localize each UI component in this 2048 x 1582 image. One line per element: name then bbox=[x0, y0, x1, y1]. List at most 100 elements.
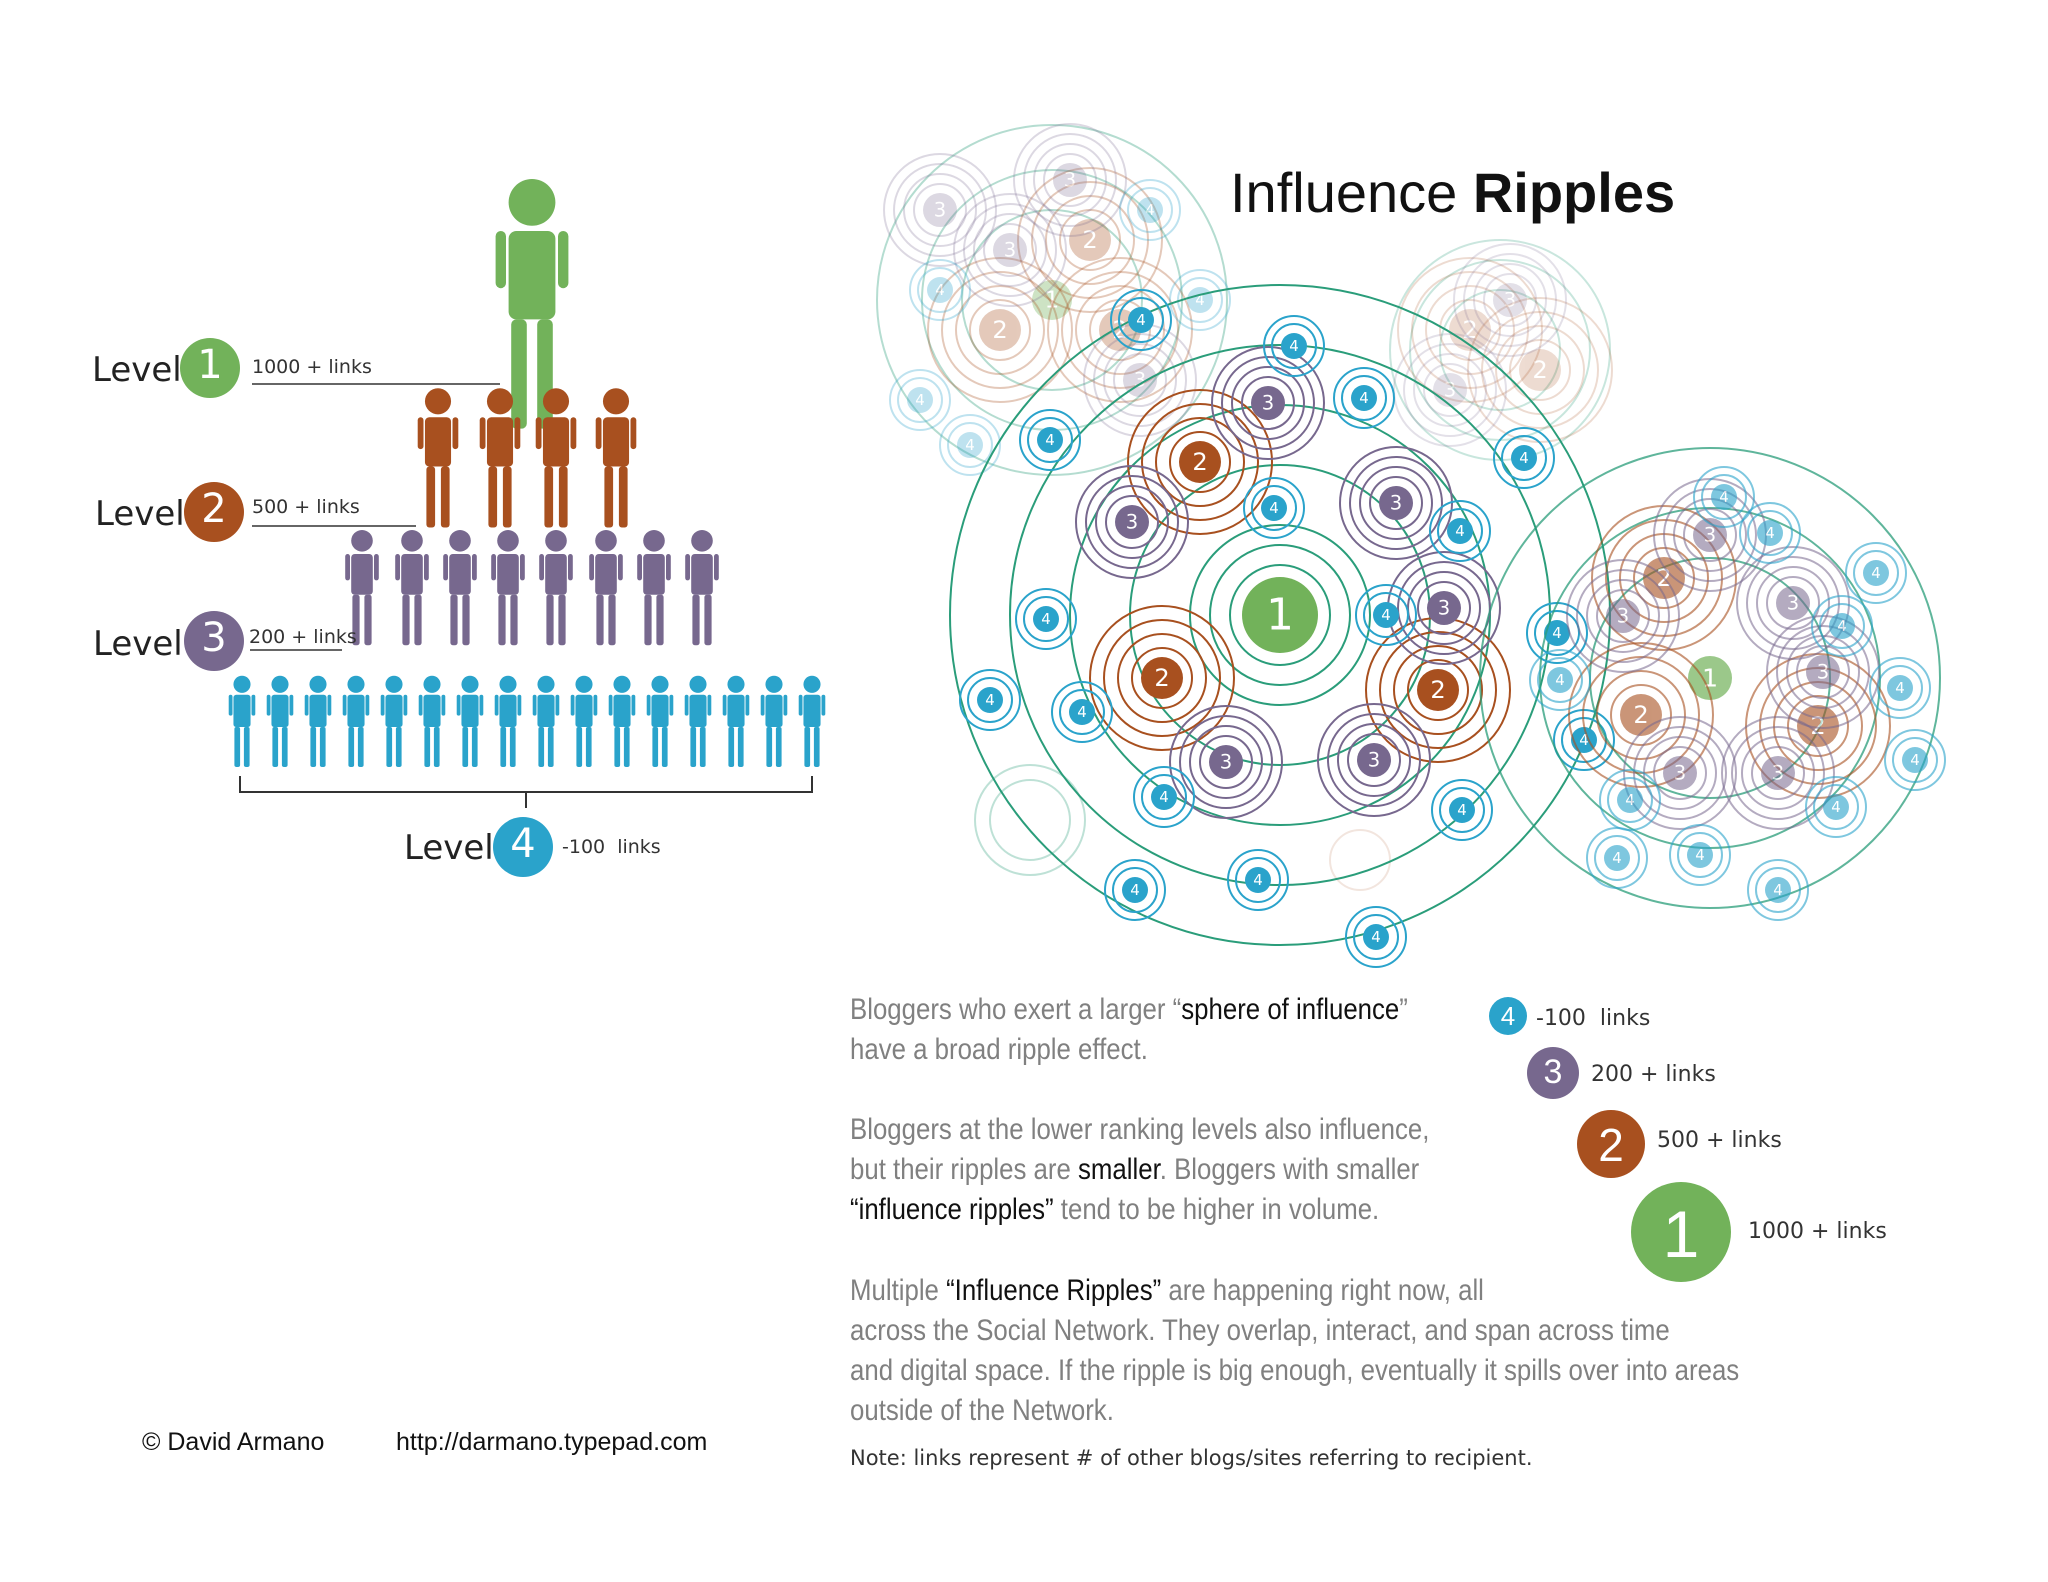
badge-circle bbox=[1032, 280, 1072, 320]
ripple-ring bbox=[1059, 209, 1121, 271]
ripple-ring bbox=[1141, 774, 1187, 820]
level-3-badge: 3 bbox=[1806, 655, 1840, 689]
badge-circle bbox=[1823, 794, 1849, 820]
badge-number: 4 bbox=[1765, 524, 1775, 542]
ripple-ring bbox=[1393, 645, 1483, 735]
ripple-ring bbox=[947, 422, 993, 468]
ripple-ring bbox=[1337, 723, 1411, 797]
badge-circle bbox=[1776, 586, 1810, 620]
ripple-ring bbox=[1566, 559, 1680, 673]
badge-number: 4 bbox=[1130, 881, 1140, 899]
badge-circle bbox=[1765, 877, 1791, 903]
p2-text-d: . Bloggers with smaller bbox=[1159, 1153, 1420, 1186]
badge-circle bbox=[1141, 657, 1183, 699]
footnote: Note: links represent # of other blogs/s… bbox=[850, 1446, 1533, 1470]
level-4-badge: 4 bbox=[957, 432, 983, 458]
ripple-ring bbox=[1019, 409, 1081, 471]
level-4-badge: 4 bbox=[1449, 797, 1475, 823]
level-4-ripple bbox=[1869, 657, 1931, 719]
level-3-badge: 3 bbox=[1209, 745, 1243, 779]
ripple-ring bbox=[1045, 195, 1135, 285]
ripple-ring bbox=[1439, 299, 1501, 361]
badge-circle bbox=[1761, 756, 1795, 790]
ripple-ring bbox=[1755, 867, 1801, 913]
ripple-ring bbox=[959, 669, 1021, 731]
badge-number: 3 bbox=[1787, 591, 1799, 614]
badge-number: 4 bbox=[1359, 389, 1369, 407]
p2-text-a: Bloggers at the lower ranking levels als… bbox=[850, 1113, 1430, 1146]
p3-emphasis: “Influence Ripples” bbox=[946, 1274, 1162, 1307]
level-3-people bbox=[345, 530, 719, 646]
ripple-ring bbox=[1095, 485, 1169, 559]
badge-number: 1 bbox=[1045, 288, 1060, 314]
ripple-ring bbox=[1884, 729, 1946, 791]
paragraph-sphere: Bloggers who exert a larger “sphere of i… bbox=[850, 990, 1762, 1070]
level-4-ripple bbox=[1805, 776, 1867, 838]
faint-level-1-badge: 1 bbox=[1032, 280, 1072, 320]
paragraph-lower-levels: Bloggers at the lower ranking levels als… bbox=[850, 1110, 1762, 1230]
level-4-bracket bbox=[239, 776, 813, 808]
level-4-ripple bbox=[1119, 179, 1181, 241]
author-url-link[interactable]: http://darmano.typepad.com bbox=[396, 1428, 708, 1456]
level-4-ripple bbox=[1104, 859, 1166, 921]
badge-circle bbox=[1137, 197, 1163, 223]
level-2-people bbox=[417, 388, 637, 528]
badge-circle bbox=[1449, 309, 1491, 351]
ripple-ring bbox=[1127, 389, 1273, 535]
ripple-ring bbox=[1766, 576, 1820, 630]
ripple-ring bbox=[1756, 566, 1830, 640]
level-4-people bbox=[228, 675, 826, 767]
ripple-ring bbox=[1483, 273, 1537, 327]
level-4-ripple bbox=[1169, 269, 1231, 331]
person-icon bbox=[570, 675, 598, 767]
title-light: Influence bbox=[1230, 161, 1458, 224]
person-icon bbox=[418, 675, 446, 767]
badge-number: 4 bbox=[1136, 311, 1146, 329]
ripple-ring bbox=[1677, 832, 1723, 878]
level-3-badge: 3 bbox=[1251, 386, 1285, 420]
p2-text-b: but their ripples are bbox=[850, 1153, 1079, 1186]
badge-number: 1 bbox=[1266, 589, 1294, 640]
badge-number: 2 bbox=[1532, 356, 1547, 384]
badge-number: 3 bbox=[1390, 491, 1402, 514]
ripple-ring bbox=[1047, 257, 1193, 403]
badge-circle bbox=[1449, 797, 1475, 823]
level-4-badge: 4 bbox=[1187, 287, 1213, 313]
legend-3-num: 3 bbox=[1543, 1053, 1563, 1091]
ripple-ring bbox=[1501, 435, 1547, 481]
level-3-badge: 3 bbox=[1493, 283, 1527, 317]
p3-text-a: Multiple bbox=[850, 1274, 947, 1307]
legend-badge-3 bbox=[1527, 1047, 1579, 1099]
ripple-ring bbox=[1104, 859, 1166, 921]
level-2-links: 500 + links bbox=[252, 496, 360, 518]
level-4-badge: 4 bbox=[1351, 385, 1377, 411]
level-3-ripple bbox=[1083, 323, 1197, 437]
badge-circle bbox=[927, 277, 953, 303]
level-2-badge: 2 bbox=[1449, 309, 1491, 351]
badge-number: 4 bbox=[1910, 751, 1920, 769]
badge-number: 4 bbox=[1145, 201, 1155, 219]
level-4-badge: 4 bbox=[1544, 620, 1570, 646]
ripple-ring bbox=[1529, 649, 1591, 711]
ripple-ring bbox=[1229, 564, 1331, 666]
badge-circle bbox=[923, 193, 957, 227]
level-3-badge: 3 bbox=[1663, 756, 1697, 790]
ripple-ring bbox=[1179, 715, 1273, 809]
level-3-ripple bbox=[1013, 123, 1127, 237]
ripple-ring bbox=[1093, 333, 1187, 427]
badge-number: 4 bbox=[1041, 610, 1051, 628]
ripple-ring bbox=[1869, 657, 1931, 719]
badge-number: 4 bbox=[915, 391, 925, 409]
ripple-ring bbox=[963, 203, 1057, 297]
badge-circle bbox=[979, 309, 1021, 351]
ripple-ring bbox=[1673, 498, 1747, 572]
ripple-ring bbox=[1075, 285, 1165, 375]
level-4-badge: 4 bbox=[1281, 333, 1307, 359]
badge-number: 4 bbox=[1253, 871, 1263, 889]
ripple-ring bbox=[1117, 633, 1207, 723]
ripple-ring bbox=[1776, 625, 1870, 719]
badge-circle bbox=[1617, 787, 1643, 813]
pyramid-badge-2 bbox=[184, 482, 244, 542]
ripple-ring bbox=[1059, 689, 1105, 735]
copyright-author: © David Armano bbox=[142, 1428, 325, 1456]
